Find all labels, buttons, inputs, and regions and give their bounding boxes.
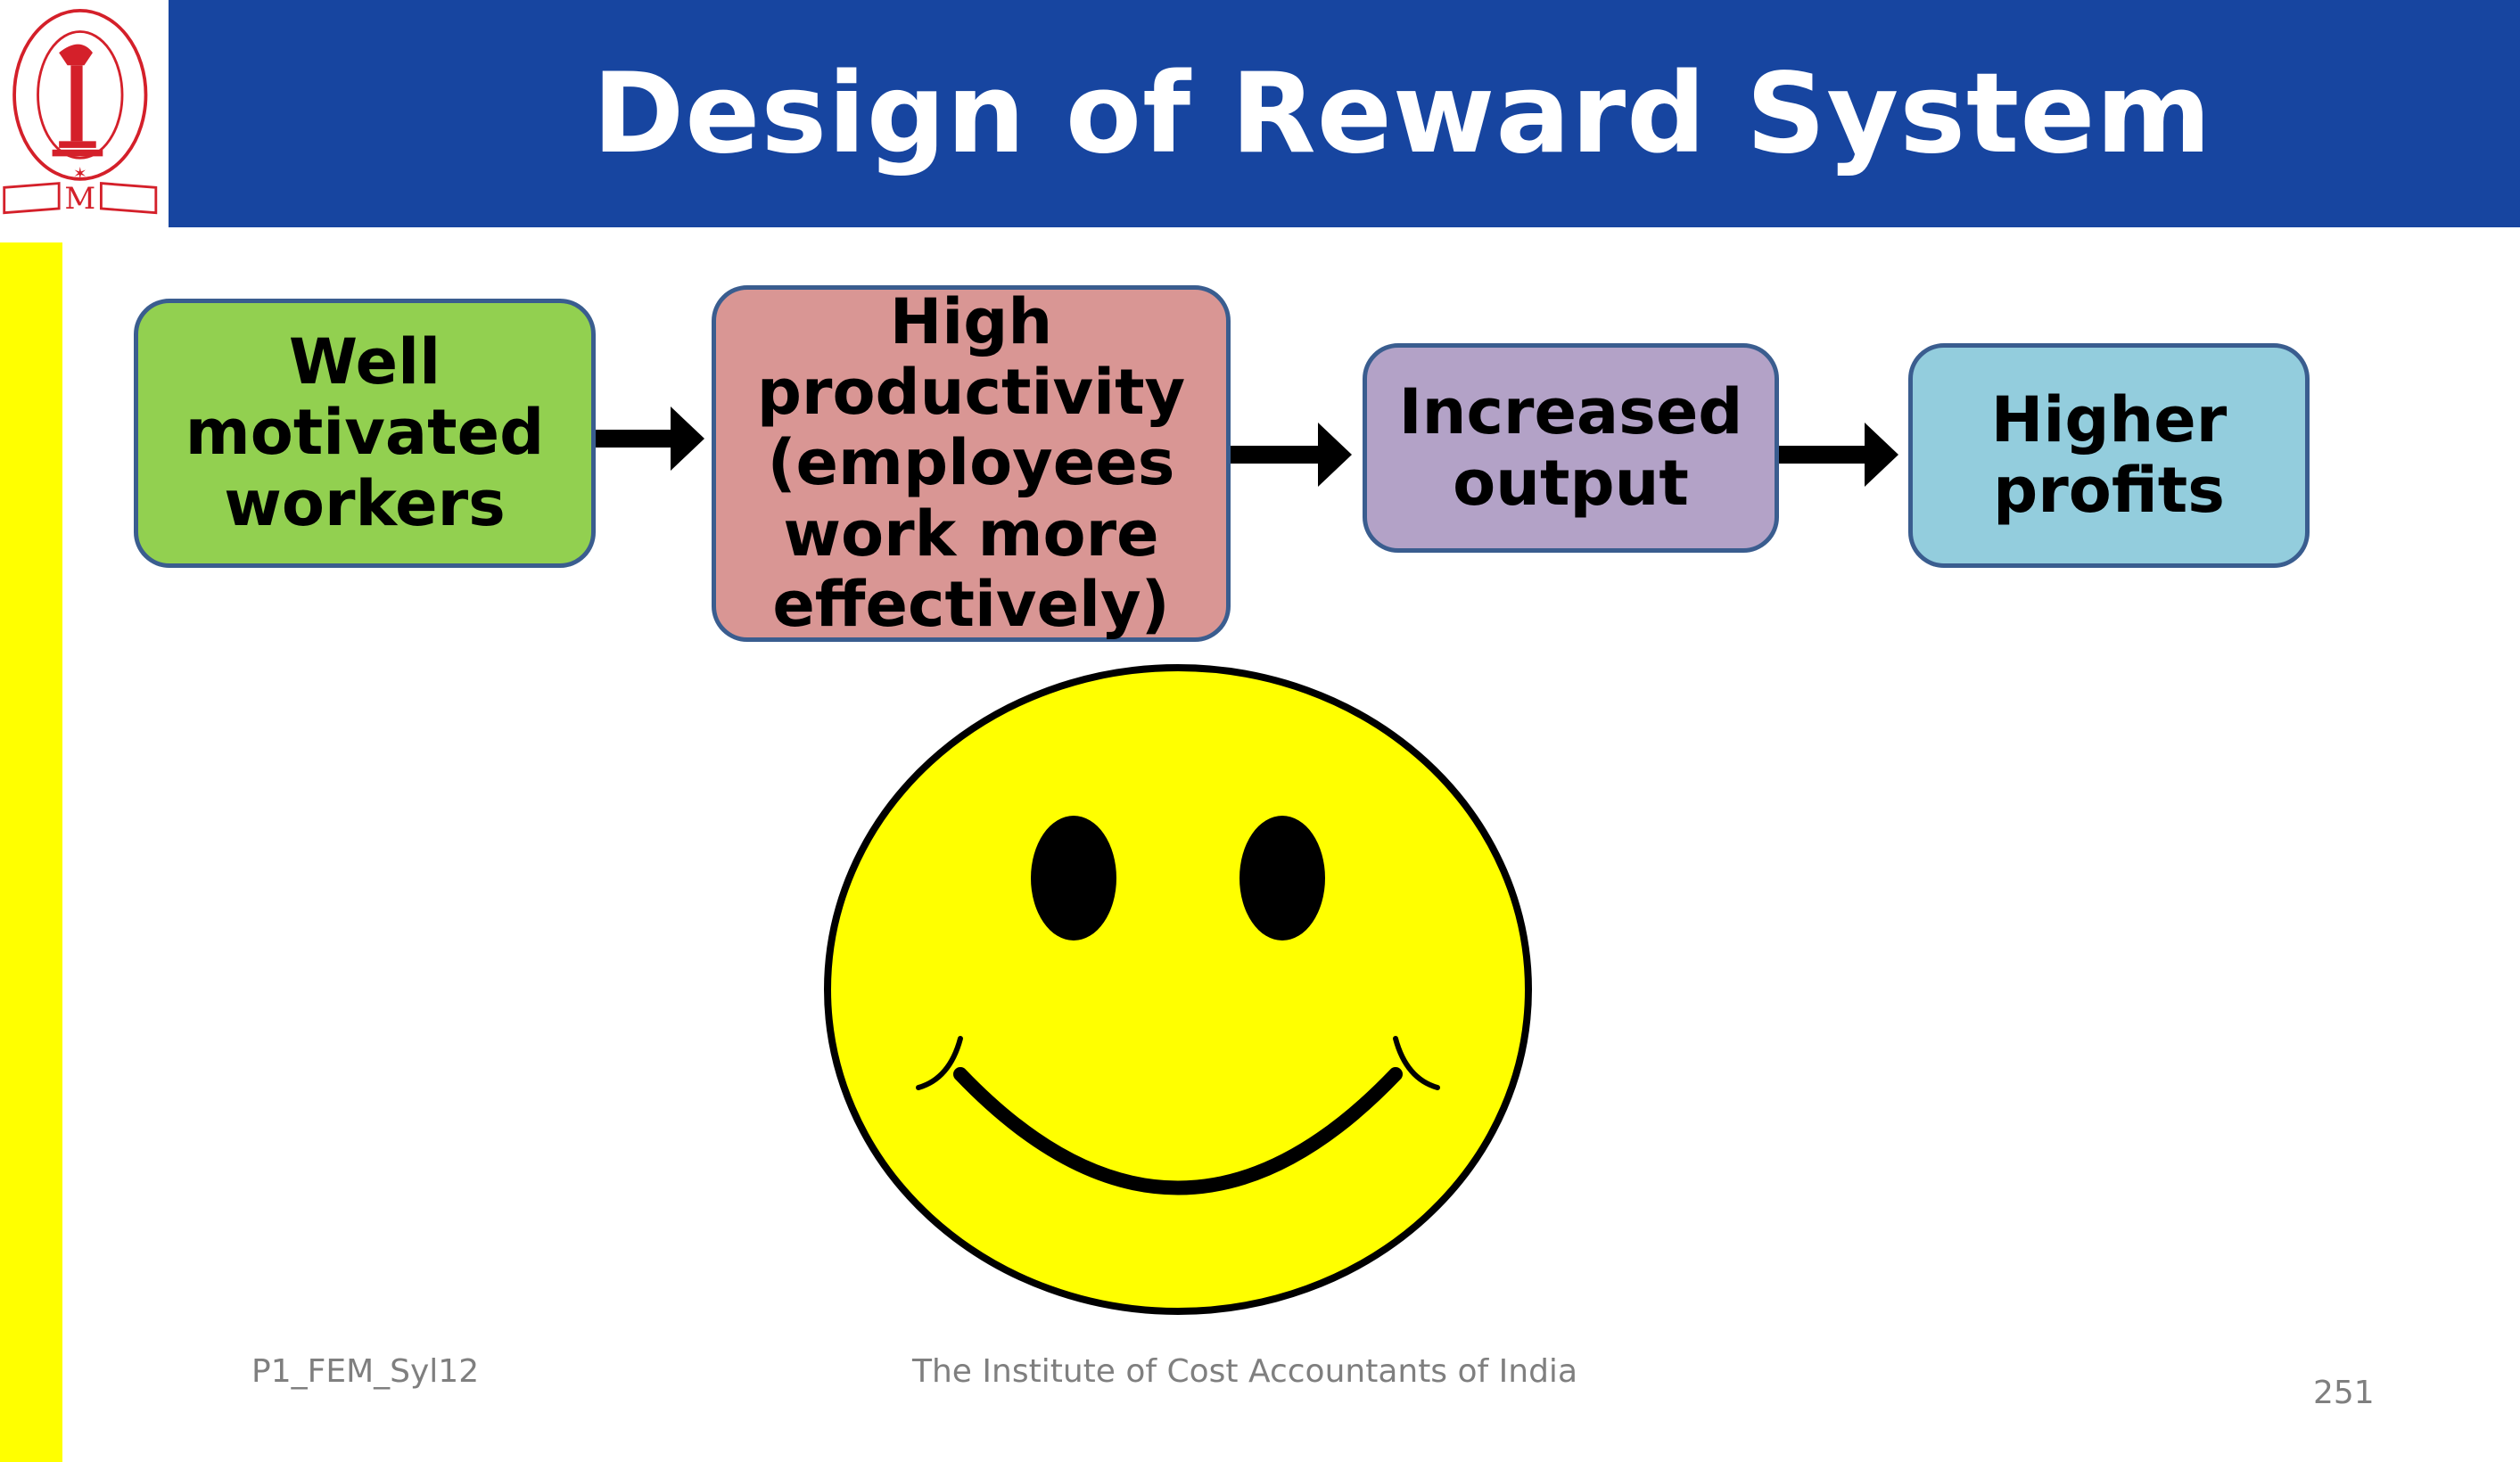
svg-text:M: M (64, 181, 95, 217)
footer-course-code: P1_FEM_Syl12 (251, 1353, 480, 1390)
arrow-right-icon (1779, 423, 1899, 487)
svg-text:✶: ✶ (73, 164, 87, 184)
page-title: Design of Reward System (592, 49, 2212, 178)
yellow-side-bar (0, 242, 62, 1462)
flow-box-high-productivity: High productivity (employees work more e… (712, 285, 1231, 642)
institute-logo: M ✶ (0, 0, 169, 232)
flow-box-increased-output: Increased output (1363, 343, 1779, 553)
title-bar: Design of Reward System (169, 0, 2520, 227)
flow-box-higher-profits: Higher profits (1908, 343, 2310, 568)
arrow-right-icon (596, 407, 704, 471)
flow-box-well-motivated-workers: Well motivated workers (134, 299, 596, 568)
arrow-right-icon (1231, 423, 1353, 487)
page-number: 251 (2313, 1375, 2375, 1411)
footer-organization: The Institute of Cost Accountants of Ind… (912, 1353, 1577, 1390)
smiley-face-icon (816, 660, 1540, 1319)
